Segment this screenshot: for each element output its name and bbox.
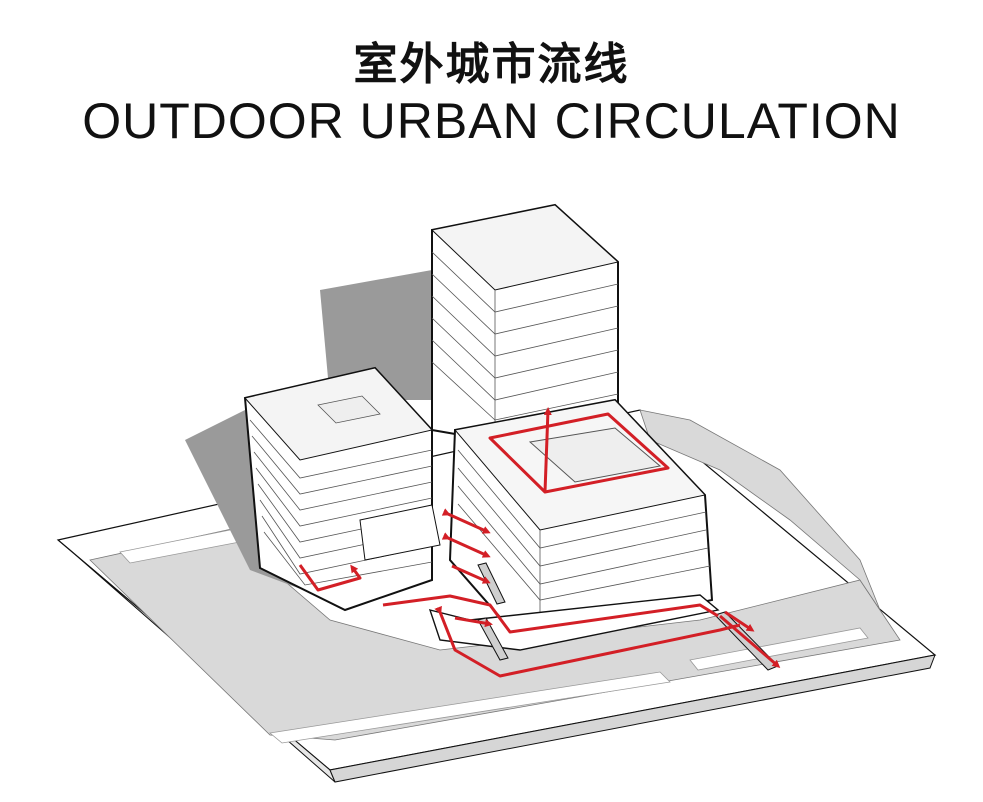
west-block xyxy=(245,368,440,610)
